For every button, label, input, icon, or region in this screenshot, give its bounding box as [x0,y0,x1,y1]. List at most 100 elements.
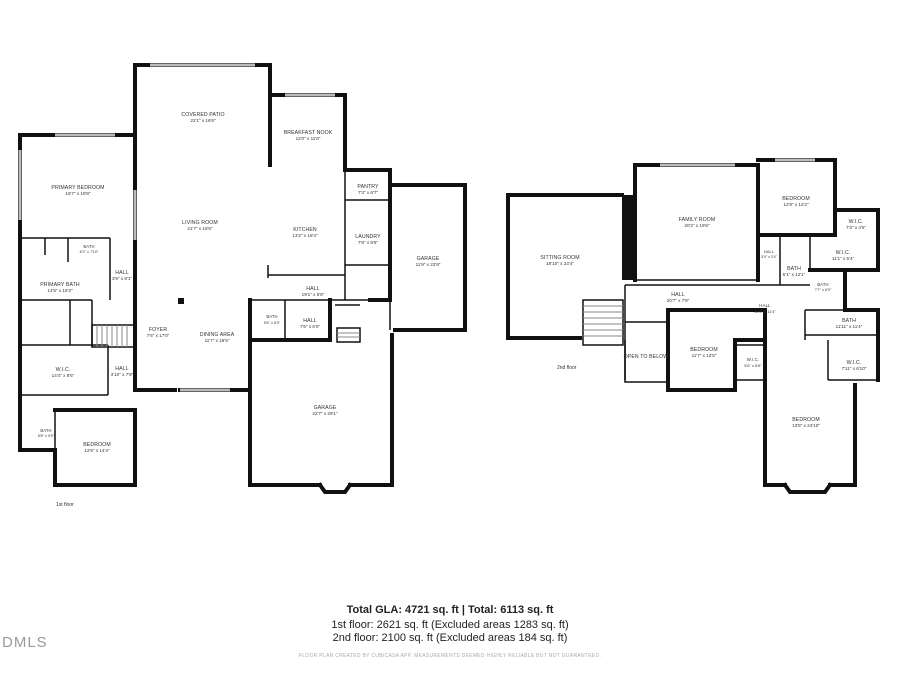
svg-text:FOYER: FOYER [149,327,168,333]
svg-text:16'7" x 18'8": 16'7" x 18'8" [65,191,91,196]
svg-text:SITTING ROOM: SITTING ROOM [540,255,579,261]
svg-text:7'6" x 17'0": 7'6" x 17'0" [147,333,170,338]
svg-text:HALL: HALL [764,249,775,254]
svg-text:HALL: HALL [115,270,128,276]
svg-text:3'9" x 3'4": 3'9" x 3'4" [761,255,777,259]
svg-text:LIVING ROOM: LIVING ROOM [182,220,218,226]
svg-text:BATH: BATH [266,314,277,319]
svg-text:W.I.C.: W.I.C. [747,357,760,362]
svg-text:OPEN TO BELOW: OPEN TO BELOW [624,354,669,360]
svg-text:13'5" x 24'10": 13'5" x 24'10" [792,423,820,428]
svg-text:KITCHEN: KITCHEN [293,227,317,233]
svg-text:BEDROOM: BEDROOM [83,442,111,448]
room-label: W.I.C.11'1" x 5'4" [832,250,855,261]
svg-text:3'10" x 7'9": 3'10" x 7'9" [111,372,134,377]
svg-text:11'11" x 11'4": 11'11" x 11'4" [836,324,863,329]
mls-watermark-logo: DMLS [2,634,48,651]
svg-text:7'3" x 4'5": 7'3" x 4'5" [846,225,866,230]
svg-text:HALL: HALL [115,366,128,372]
svg-text:10'6" x 11'4": 10'6" x 11'4" [754,309,776,314]
room-label: W.I.C.5'6" x 6'6" [744,357,762,368]
svg-text:14'5" x 16'3": 14'5" x 16'3" [47,288,73,293]
svg-text:PRIMARY BEDROOM: PRIMARY BEDROOM [51,185,104,191]
svg-text:BEDROOM: BEDROOM [782,196,810,202]
room-label: W.I.C.14'4" x 9'5" [52,367,75,378]
svg-text:20'2" x 19'6": 20'2" x 19'6" [684,223,710,228]
svg-text:18'10" x 23'4": 18'10" x 23'4" [546,261,574,266]
svg-text:BATH: BATH [817,282,828,287]
svg-text:7'3" x 6'7": 7'3" x 6'7" [358,190,378,195]
svg-text:HALL: HALL [303,318,316,324]
svg-text:14'4" x 9'5": 14'4" x 9'5" [52,373,75,378]
svg-text:GARAGE: GARAGE [417,256,440,262]
svg-text:6'2" x 7'10": 6'2" x 7'10" [80,250,99,254]
svg-text:HALL: HALL [759,303,771,308]
floor2-label: 2nd floor [557,365,577,371]
svg-text:7'6" x 6'0": 7'6" x 6'0" [300,324,320,329]
svg-text:5'6" x 6'6": 5'6" x 6'6" [744,363,762,368]
floor1-walls [18,63,467,494]
room-label: W.I.C.7'3" x 4'5" [846,219,866,230]
svg-text:BEDROOM: BEDROOM [690,347,718,353]
svg-text:BREAKFAST NOOK: BREAKFAST NOOK [284,130,333,136]
svg-text:BATH: BATH [83,244,94,249]
svg-text:BATH: BATH [40,428,51,433]
svg-text:5'1" x 12'1": 5'1" x 12'1" [783,272,806,277]
svg-text:W.I.C.: W.I.C. [847,360,862,366]
svg-text:3'9" x 8'1": 3'9" x 8'1" [112,276,132,281]
svg-text:COVERED PATIO: COVERED PATIO [181,112,224,118]
total-area-summary: Total GLA: 4721 sq. ft | Total: 6113 sq.… [346,604,554,616]
svg-text:W.I.C.: W.I.C. [836,250,851,256]
svg-text:PANTRY: PANTRY [357,184,379,190]
svg-text:FAMILY ROOM: FAMILY ROOM [679,217,716,223]
svg-text:20'7" x 7'8": 20'7" x 7'8" [667,298,690,303]
svg-text:5'8" x 9'5": 5'8" x 9'5" [38,434,55,438]
svg-text:7'8" x 9'5": 7'8" x 9'5" [358,240,378,245]
svg-text:LAUNDRY: LAUNDRY [355,234,381,240]
svg-text:21'7" x 18'8": 21'7" x 18'8" [187,226,213,231]
svg-text:5'6" x 6'0": 5'6" x 6'0" [264,321,281,325]
svg-text:11'1" x 5'4": 11'1" x 5'4" [832,256,855,261]
svg-text:GARAGE: GARAGE [314,405,337,411]
svg-text:11'7" x 18'5": 11'7" x 18'5" [205,338,230,343]
disclaimer-text: FLOOR PLAN CREATED BY CUBICASA APP. MEAS… [298,653,602,659]
svg-text:12'0" x 11'6": 12'0" x 11'6" [296,136,321,141]
svg-text:22'1" x 16'6": 22'1" x 16'6" [190,118,216,123]
floor2-area-summary: 2nd floor: 2100 sq. ft (Excluded areas 1… [332,632,568,644]
svg-text:12'6" x 14'4": 12'6" x 14'4" [84,448,110,453]
svg-text:HALL: HALL [306,286,319,292]
room-label: W.I.C.7'11" x 6'10" [842,360,867,371]
svg-text:7'11" x 6'10": 7'11" x 6'10" [842,366,867,371]
svg-text:12'9" x 12'2": 12'9" x 12'2" [783,202,809,207]
svg-text:BATH: BATH [842,318,856,324]
room-label: BATH 5'6" x 6'0" [264,314,281,325]
svg-text:DINING AREA: DINING AREA [200,332,235,338]
svg-text:19'1" x 5'6": 19'1" x 5'6" [302,292,325,297]
svg-text:BATH: BATH [787,266,801,272]
